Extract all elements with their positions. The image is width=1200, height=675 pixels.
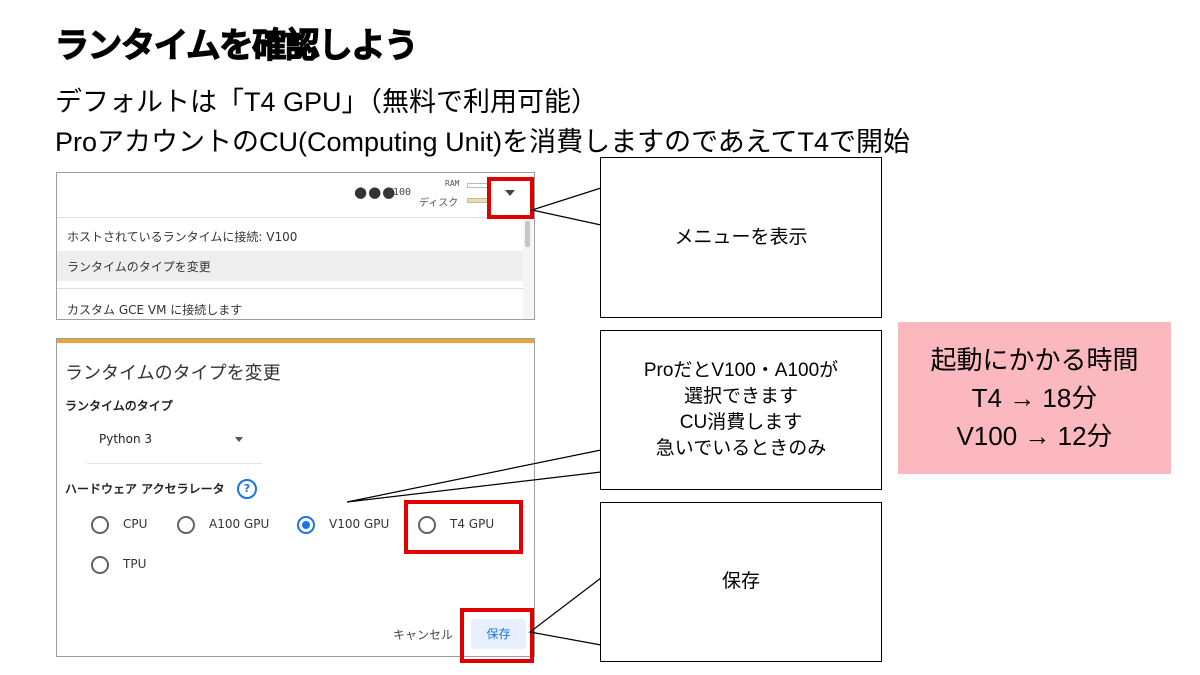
radio-label-cpu: CPU <box>123 517 148 531</box>
connector-menu <box>529 187 602 226</box>
radio-label-v100-gpu: V100 GPU <box>329 517 390 531</box>
callout-pro-options-text: ProだとV100・A100が 選択できます CU消費します 急いでいるときのみ <box>643 360 839 459</box>
startup-time-text: 起動にかかる時間 T4 → 18分 V100 → 12分 <box>930 345 1139 451</box>
highlight-t4-option <box>404 500 523 554</box>
menu-item-connect-hosted[interactable]: ホストされているランタイムに接続: V100 <box>67 230 298 244</box>
cancel-button[interactable]: キャンセル <box>393 628 454 642</box>
callout-save-text: 保存 <box>721 571 760 592</box>
select-underline <box>87 463 262 464</box>
save-button[interactable]: 保存 <box>471 619 526 649</box>
callout-show-menu: メニューを表示 <box>600 157 882 318</box>
subtitle-line-2: ProアカウントのCU(Computing Unit)を消費しますのであえてT4… <box>55 127 910 157</box>
radio-label-tpu: TPU <box>123 557 147 571</box>
radio-t4-gpu[interactable] <box>418 516 436 534</box>
callout-show-menu-text: メニューを表示 <box>674 226 808 248</box>
menu-divider <box>57 288 523 289</box>
ram-label: RAM <box>445 179 460 188</box>
radio-label-t4-gpu: T4 GPU <box>450 517 495 531</box>
runtime-type-label: ランタイムのタイプ <box>65 399 173 413</box>
menu-item-custom-gce[interactable]: カスタム GCE VM に接続します <box>67 303 243 317</box>
radio-tpu[interactable] <box>91 556 109 574</box>
radio-a100-gpu[interactable] <box>177 516 195 534</box>
gpu-indicator[interactable]: V100 <box>387 187 412 198</box>
radio-label-a100-gpu: A100 GPU <box>209 517 270 531</box>
more-dots-icon[interactable]: ●●● <box>354 183 397 201</box>
runtime-toolbar: ●●● V100 RAM ディスク <box>57 173 534 218</box>
disk-label: ディスク <box>419 198 459 209</box>
connector-save <box>528 577 602 646</box>
dialog-top-stripe <box>57 339 534 343</box>
radio-cpu[interactable] <box>91 516 109 534</box>
highlight-save-button <box>460 608 534 663</box>
menu-item-highlight <box>57 251 523 281</box>
menu-scrollbar-thumb[interactable] <box>525 221 530 247</box>
runtime-menu-screenshot: ●●● V100 RAM ディスク ホストされているランタイムに接続: V100… <box>56 172 535 320</box>
radio-v100-gpu[interactable] <box>297 516 315 534</box>
slide-title: ランタイムを確認しよう <box>54 25 419 67</box>
subtitle-line-1: デフォルトは「T4 GPU」（無料で利用可能） <box>55 87 599 117</box>
menu-item-change-runtime[interactable]: ランタイムのタイプを変更 <box>67 260 211 274</box>
dialog-title: ランタイムのタイプを変更 <box>65 363 281 384</box>
hardware-accelerator-label: ハードウェア アクセラレータ <box>65 482 225 496</box>
runtime-type-select[interactable]: Python 3 <box>99 432 153 446</box>
startup-time-box: 起動にかかる時間 T4 → 18分 V100 → 12分 <box>898 322 1171 474</box>
callout-save: 保存 <box>600 502 882 662</box>
help-circle-icon[interactable]: ? <box>237 479 257 499</box>
highlight-dropdown <box>487 177 534 219</box>
caret-down-icon[interactable] <box>505 190 515 196</box>
callout-pro-options: ProだとV100・A100が 選択できます CU消費します 急いでいるときのみ <box>600 330 882 490</box>
chevron-down-icon[interactable] <box>235 437 243 442</box>
menu-scrollbar[interactable] <box>523 219 533 319</box>
